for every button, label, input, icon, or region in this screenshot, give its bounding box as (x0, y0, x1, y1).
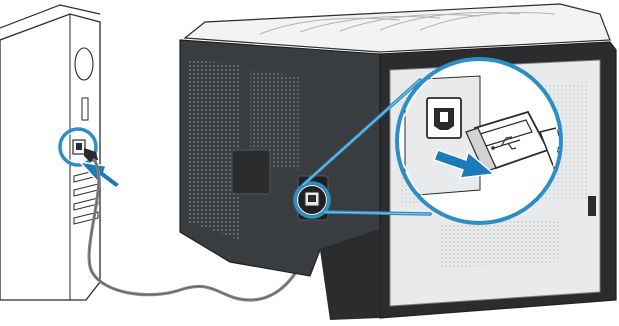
computer-tower (0, 5, 120, 300)
computer-usb-port (73, 140, 85, 154)
printer-rear-latch (588, 196, 596, 216)
magnified-usb-port (427, 98, 461, 138)
printer-rear-vent (440, 218, 560, 268)
printer-side-vent (188, 60, 240, 240)
printer-side-door (232, 150, 270, 194)
